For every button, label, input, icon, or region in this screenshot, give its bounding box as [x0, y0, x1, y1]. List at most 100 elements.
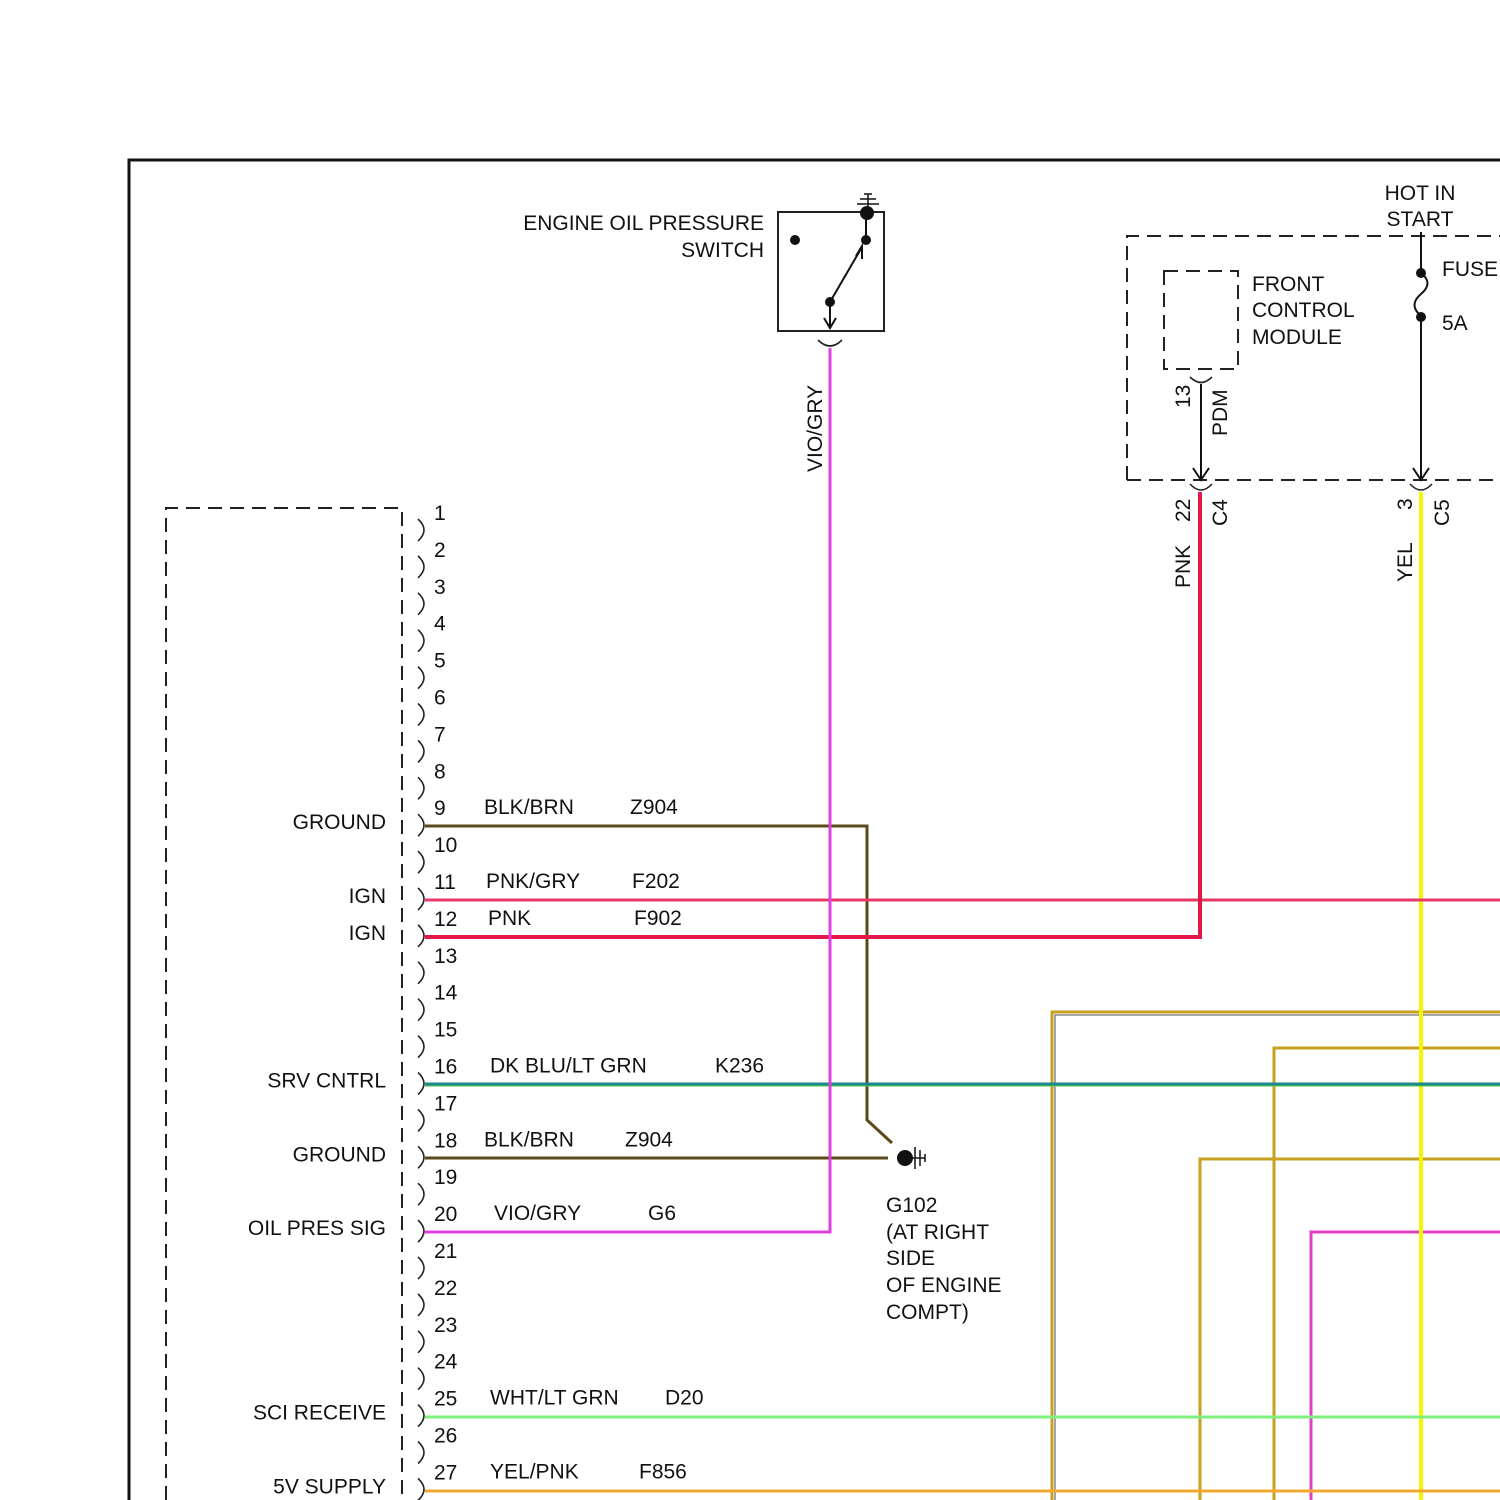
circuit-code-pin-11: F202 — [632, 870, 680, 893]
pin-number-8: 8 — [434, 760, 446, 783]
wire-g6 — [425, 348, 830, 1232]
c5-pin: 3 — [1394, 498, 1417, 510]
pin-connector-21 — [418, 1257, 424, 1279]
pin-number-21: 21 — [434, 1240, 457, 1263]
pin-number-15: 15 — [434, 1019, 457, 1042]
pdm-connector — [1190, 377, 1212, 383]
circuit-wire-color-pin-11: PNK/GRY — [486, 870, 580, 893]
oil-switch-label-2: SWITCH — [681, 239, 764, 262]
c4-connector — [1190, 484, 1212, 490]
circuit-code-pin-9: Z904 — [630, 796, 678, 819]
circuit-wire-color-pin-27: YEL/PNK — [490, 1460, 579, 1483]
pin-number-10: 10 — [434, 834, 457, 857]
pdm-pin: 13 — [1172, 385, 1195, 408]
pin-connector-25 — [418, 1405, 424, 1427]
pcm-pin-numbers: 1234567891011121314151617181920212223242… — [434, 502, 458, 1484]
wire-tan-third — [1200, 1159, 1500, 1500]
pin-number-5: 5 — [434, 650, 446, 673]
pin-number-18: 18 — [434, 1129, 457, 1152]
g102-label-4: OF ENGINE — [886, 1274, 1002, 1297]
circuit-function-pin-11: IGN — [349, 885, 386, 908]
circuit-wire-color-pin-20: VIO/GRY — [494, 1202, 581, 1225]
circuit-function-pin-16: SRV CNTRL — [267, 1070, 386, 1093]
circuit-function-pin-9: GROUND — [293, 811, 386, 834]
circuit-code-pin-25: D20 — [665, 1387, 704, 1410]
circuit-wire-color-pin-18: BLK/BRN — [484, 1128, 574, 1151]
wire-tan-outer-inner — [1055, 1015, 1500, 1500]
oil-switch-label-1: ENGINE OIL PRESSURE — [523, 212, 764, 235]
fuse-element — [1415, 273, 1428, 316]
c4-label: C4 — [1209, 499, 1232, 526]
pin-number-17: 17 — [434, 1092, 457, 1115]
pin-number-12: 12 — [434, 908, 457, 931]
pin-connector-7 — [418, 740, 424, 762]
pin-connector-3 — [418, 593, 424, 615]
pin-connector-4 — [418, 630, 424, 652]
g102-ground-icon — [913, 1147, 925, 1169]
pin-number-25: 25 — [434, 1388, 457, 1411]
pin-number-16: 16 — [434, 1056, 457, 1079]
pin-connector-22 — [418, 1294, 424, 1316]
circuit-function-pin-18: GROUND — [293, 1143, 386, 1166]
circuit-code-pin-16: K236 — [715, 1055, 764, 1078]
pin-connector-27 — [418, 1478, 424, 1500]
pin-connector-12 — [418, 925, 424, 947]
hot-in-start-label-2: START — [1387, 208, 1454, 231]
pin-number-6: 6 — [434, 687, 446, 710]
circuit-code-pin-20: G6 — [648, 1202, 676, 1225]
oil-switch-connector — [818, 340, 842, 346]
pin-number-22: 22 — [434, 1277, 457, 1300]
circuit-wire-color-pin-25: WHT/LT GRN — [490, 1387, 619, 1410]
circuit-code-pin-12: F902 — [634, 907, 682, 930]
pin-connector-5 — [418, 667, 424, 689]
g102-ground-dot — [897, 1150, 913, 1166]
pin-connector-20 — [418, 1220, 424, 1242]
wire-tan-second — [1274, 1048, 1500, 1500]
ground-g102: G102 (AT RIGHT SIDE OF ENGINE COMPT) — [886, 1147, 1002, 1324]
g102-label-1: G102 — [886, 1194, 937, 1217]
oil-switch-contact-left — [790, 235, 800, 245]
pin-connector-24 — [418, 1368, 424, 1390]
front-control-module-group: FRONT CONTROL MODULE 13 PDM 22 C4 PNK — [1127, 236, 1500, 588]
fuse-rating: 5A — [1442, 312, 1468, 335]
c4-pin: 22 — [1172, 499, 1195, 522]
pin-connector-17 — [418, 1109, 424, 1131]
fcm-label-2: CONTROL — [1252, 299, 1355, 322]
circuit-code-pin-18: Z904 — [625, 1128, 673, 1151]
pin-number-1: 1 — [434, 502, 446, 525]
pin-connector-11 — [418, 888, 424, 910]
pin-connector-26 — [418, 1442, 424, 1464]
hot-in-start-label-1: HOT IN — [1385, 182, 1456, 205]
fcm-label-1: FRONT — [1252, 273, 1324, 296]
pdm-label: PDM — [1209, 389, 1232, 436]
circuit-code-pin-27: F856 — [639, 1460, 687, 1483]
fuse-label: FUSE — [1442, 258, 1498, 281]
circuit-function-pin-25: SCI RECEIVE — [253, 1402, 386, 1425]
engine-oil-pressure-switch: ENGINE OIL PRESSURE SWITCH — [523, 194, 884, 346]
circuit-wire-color-pin-12: PNK — [488, 907, 531, 930]
pin-number-2: 2 — [434, 539, 446, 562]
pin-connector-18 — [418, 1146, 424, 1168]
fuse-group: HOT IN START FUSE 5A 3 C5 YEL — [1385, 182, 1498, 582]
pin-number-9: 9 — [434, 797, 446, 820]
circuit-wire-color-pin-16: DK BLU/LT GRN — [490, 1055, 647, 1078]
pin-connector-19 — [418, 1183, 424, 1205]
circuit-function-pin-12: IGN — [349, 922, 386, 945]
pin-number-23: 23 — [434, 1314, 457, 1337]
pcm-module-outline — [166, 508, 402, 1500]
pin-number-4: 4 — [434, 613, 446, 636]
pin-number-7: 7 — [434, 723, 446, 746]
g102-label-2: (AT RIGHT — [886, 1221, 989, 1244]
pin-connector-10 — [418, 851, 424, 873]
pin-connector-6 — [418, 704, 424, 726]
pin-connector-2 — [418, 556, 424, 578]
pcm-pin-connectors — [418, 519, 424, 1500]
pin-connector-15 — [418, 1036, 424, 1058]
pin-number-14: 14 — [434, 982, 458, 1005]
circuit-wire-color-pin-9: BLK/BRN — [484, 796, 574, 819]
pin-connector-8 — [418, 777, 424, 799]
pin-number-11: 11 — [434, 871, 456, 894]
g102-label-5: COMPT) — [886, 1301, 969, 1324]
